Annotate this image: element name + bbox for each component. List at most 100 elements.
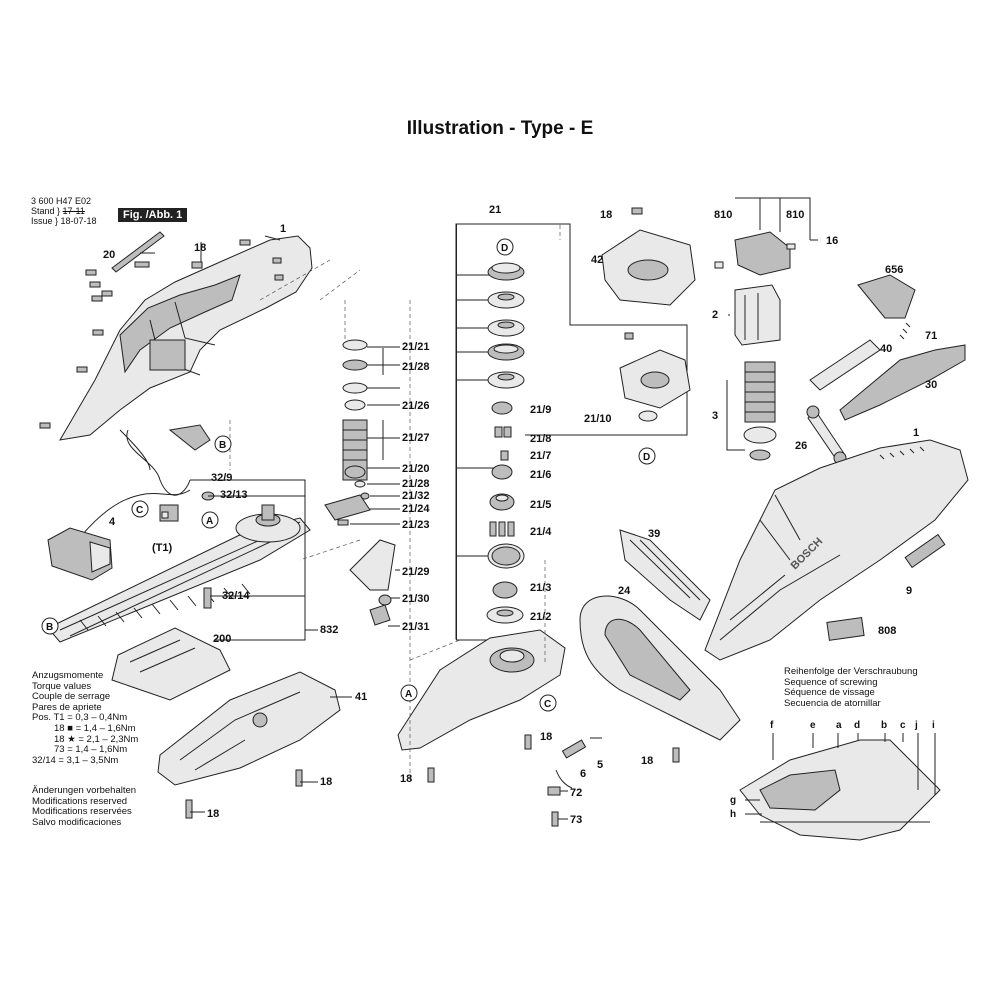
label-21-5: 21/5 (530, 499, 551, 511)
seq-letter-g: g (730, 795, 736, 806)
label-26: 26 (795, 440, 807, 452)
gear-housing-base (397, 629, 566, 783)
label-t1: (T1) (152, 542, 173, 554)
mod-fr: Modifications reservées (32, 806, 132, 818)
seals-column-left (324, 339, 400, 627)
screw-fr: Séquence de vissage (784, 687, 875, 699)
gear-stack-21 (455, 223, 688, 641)
figure-tag: Fig. /Abb. 1 (118, 208, 188, 222)
torque-row: Pos. T1 = 0,3 – 0,4Nm (32, 712, 128, 724)
label-21-8: 21/8 (530, 433, 551, 445)
seq-letter-f: f (770, 720, 774, 731)
page-title: Illustration - Type - E (406, 118, 594, 139)
stand-label: Stand (31, 206, 55, 216)
labels-808-9 (826, 533, 946, 641)
label-810: 810 (786, 209, 804, 221)
label-21-32: 21/32 (402, 490, 430, 502)
screwing-sequence-diagram (739, 733, 941, 841)
label-32-14: 32/14 (222, 590, 250, 602)
modifications-note: Änderungen vorbehalten Modifications res… (32, 785, 136, 828)
label-21-24: 21/24 (402, 503, 430, 515)
label-9: 9 (906, 585, 912, 597)
main-housing-part-1 (704, 439, 969, 661)
label-21-20: 21/20 (402, 463, 430, 475)
label-2: 2 (712, 309, 718, 321)
left-leader-lines (140, 235, 352, 813)
label-810: 810 (714, 209, 732, 221)
front-handle-part-24 (579, 595, 741, 741)
shroud-part-39 (619, 529, 711, 621)
label-21-4: 21/4 (530, 526, 552, 538)
label-3: 3 (712, 410, 718, 422)
part-20-small (134, 261, 150, 268)
label-18: 18 (207, 808, 219, 820)
torque-heading-1: Torque values (32, 680, 92, 692)
marker-b: B (46, 622, 53, 633)
label-32-13: 32/13 (220, 489, 248, 501)
housing-shell-part (59, 235, 313, 441)
label-18: 18 (540, 731, 552, 743)
torque-row: 18 ■ = 1,4 – 1,6Nm (54, 722, 136, 734)
torque-row: 73 = 1,4 – 1,6Nm (54, 744, 128, 756)
screw-es: Secuencia de atornillar (784, 697, 881, 709)
stand-row: Stand } 17-11 (31, 206, 85, 216)
marker-d: D (501, 243, 508, 254)
label-72: 72 (570, 787, 582, 799)
handle-parts-656-40-30 (806, 274, 966, 465)
seq-letter-a: a (836, 720, 842, 731)
label-200: 200 (213, 633, 231, 645)
screw-de: Reihenfolge der Verschraubung (784, 666, 918, 677)
label-21-27: 21/27 (402, 432, 430, 444)
seq-letter-i: i (932, 720, 935, 731)
label-4: 4 (109, 516, 116, 528)
label-32-9: 32/9 (211, 472, 232, 484)
screw-en: Sequence of screwing (784, 676, 878, 688)
label-39: 39 (648, 528, 660, 540)
seq-letter-c: c (900, 720, 906, 731)
label-5: 5 (597, 759, 603, 771)
center-dashed-guides (409, 225, 561, 780)
label-21-9: 21/9 (530, 404, 551, 416)
switch-part-4 (47, 527, 113, 581)
stand-date: 17-11 (62, 206, 85, 216)
label-21-23: 21/23 (402, 519, 430, 531)
brush-holder-part-16 (714, 197, 818, 276)
label-24: 24 (618, 585, 631, 597)
label-6: 6 (580, 768, 586, 780)
torque-table: Anzugsmomente Torque values Couple de se… (32, 670, 138, 766)
label-656: 656 (885, 264, 903, 276)
label-21-6: 21/6 (530, 469, 551, 481)
mod-es: Salvo modificaciones (32, 816, 122, 828)
document-meta: 3 600 H47 E02 Stand } 17-11 Issue } 18-0… (31, 196, 97, 226)
housing-screws (39, 239, 284, 429)
marker-a: A (206, 516, 213, 527)
marker-b: B (219, 440, 226, 451)
label-1: 1 (280, 223, 286, 235)
switch-parts-5-6-72-73 (547, 737, 680, 827)
label-42: 42 (591, 254, 603, 266)
lower-housing-part-41 (157, 671, 341, 819)
seq-letter-e: e (810, 720, 816, 731)
label-832: 832 (320, 624, 338, 636)
connector-block-c (159, 504, 179, 522)
armature-part-3 (726, 314, 777, 461)
screwing-sequence-heading: Reihenfolge der Verschraubung Sequence o… (784, 666, 918, 709)
label-21-29: 21/29 (402, 566, 430, 578)
part-20-wedge (111, 231, 165, 273)
issue-row: Issue } 18-07-18 (31, 216, 97, 226)
label-21: 21 (489, 204, 501, 216)
label-21-3: 21/3 (530, 582, 551, 594)
label-21-21: 21/21 (402, 341, 430, 353)
torque-heading-0: Anzugsmomente (32, 670, 104, 681)
torque-heading-3: Pares de apriete (32, 701, 102, 713)
label-18: 18 (641, 755, 653, 767)
label-40: 40 (880, 343, 892, 355)
label-21-31: 21/31 (402, 621, 430, 633)
reference-markers: D D B B A A C C (41, 238, 656, 712)
issue-date: 18-07-18 (60, 216, 97, 226)
seq-letter-j: j (914, 720, 918, 731)
seq-letter-b: b (881, 720, 887, 731)
marker-d: D (643, 452, 650, 463)
label-808: 808 (878, 625, 896, 637)
